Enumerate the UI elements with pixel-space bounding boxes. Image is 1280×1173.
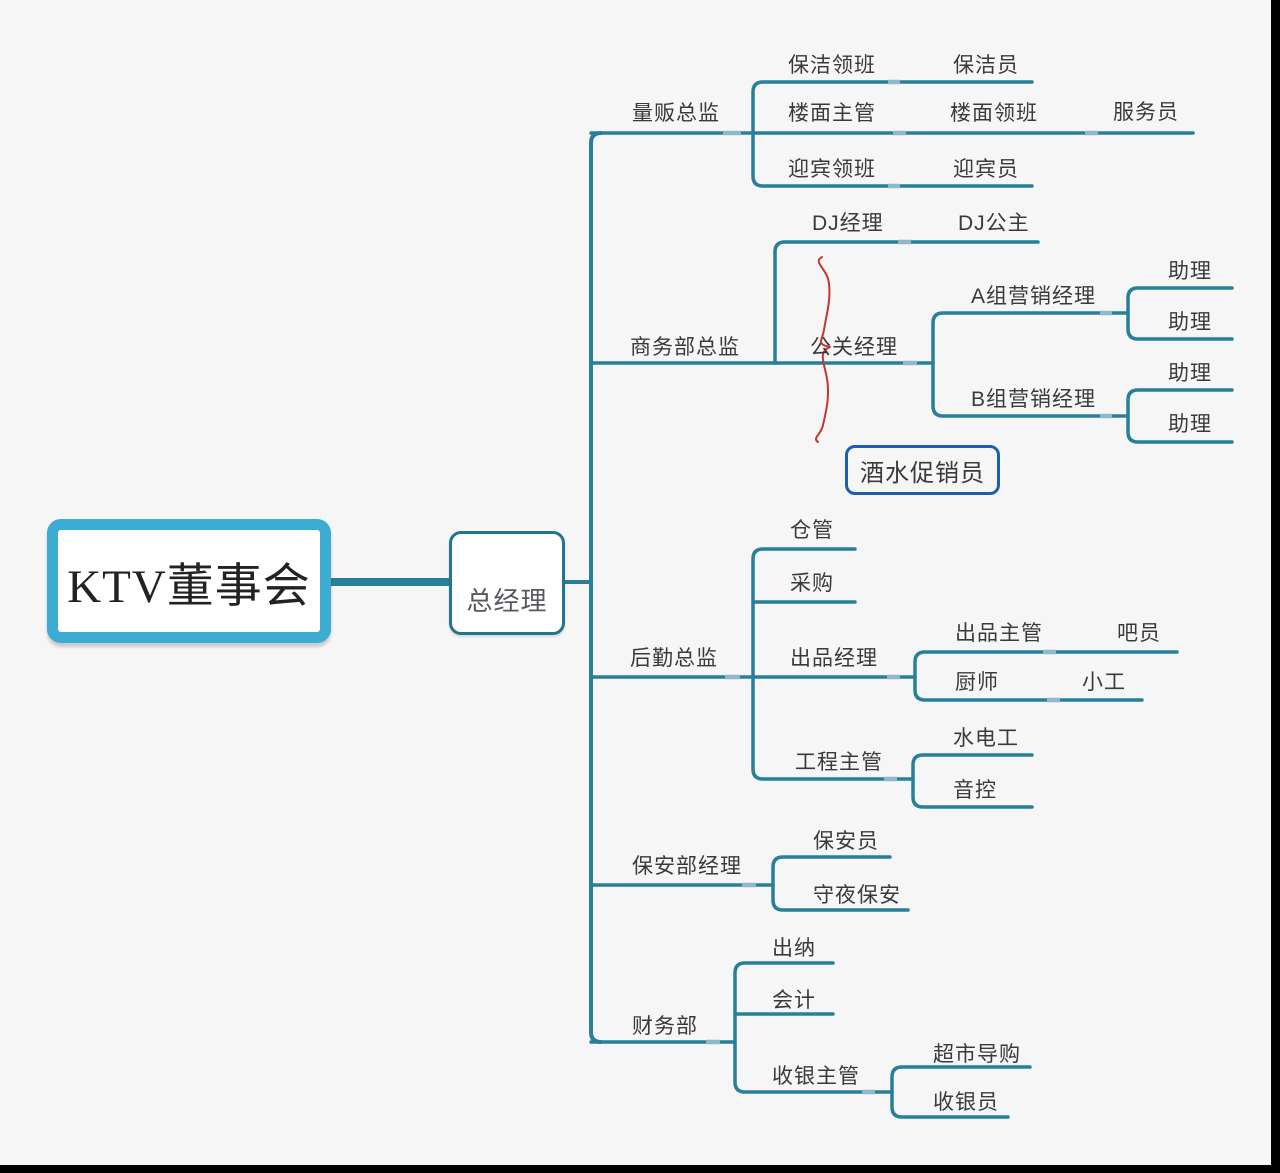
topic-shouyin-zhuguan[interactable]: 收银主管	[772, 1065, 860, 1088]
topic-yingbinyuan[interactable]: 迎宾员	[953, 158, 1019, 181]
topic-dj-jingli[interactable]: DJ经理	[812, 212, 884, 235]
topic-zhuli-1[interactable]: 助理	[1168, 260, 1212, 283]
joint-ticks	[706, 79, 1112, 1095]
topic-shuidiangong[interactable]: 水电工	[953, 727, 1019, 750]
topic-chupin-jingli[interactable]: 出品经理	[790, 647, 878, 670]
topic-houqin-zongjian[interactable]: 后勤总监	[630, 647, 718, 670]
floating-topic-label: 酒水促销员	[860, 459, 985, 487]
screen-edge-right	[1271, 0, 1280, 1173]
topic-kuaiji[interactable]: 会计	[772, 989, 816, 1012]
branch-line	[1126, 286, 1234, 341]
root-topic[interactable]: KTV董事会	[47, 519, 331, 643]
topic-bzu-yingxiao[interactable]: B组营销经理	[971, 388, 1097, 411]
branch-line	[931, 311, 1130, 418]
branch-line	[733, 961, 894, 1094]
topic-zhuli-2[interactable]: 助理	[1168, 311, 1212, 334]
topic-fuwuyuan[interactable]: 服务员	[1113, 101, 1179, 124]
topic-gongguan-jingli[interactable]: 公关经理	[810, 336, 898, 359]
manager-topic-label: 总经理	[466, 586, 548, 616]
topic-yingbin-lingban[interactable]: 迎宾领班	[788, 158, 876, 181]
topic-chaoshi-daogou[interactable]: 超市导购	[933, 1043, 1021, 1066]
branch-line	[751, 547, 915, 781]
topic-baojie-lingban[interactable]: 保洁领班	[788, 54, 876, 77]
branch-line	[751, 80, 1034, 188]
branch-line	[911, 753, 1034, 809]
topic-cangguan[interactable]: 仓管	[790, 519, 834, 542]
floating-topic[interactable]: 酒水促销员	[845, 445, 1000, 495]
topic-zhuli-3[interactable]: 助理	[1168, 362, 1212, 385]
topic-caiwubu[interactable]: 财务部	[632, 1015, 698, 1038]
branch-line	[773, 240, 1040, 365]
topic-chuna[interactable]: 出纳	[772, 937, 816, 960]
topic-loumian-lingban[interactable]: 楼面领班	[950, 102, 1038, 125]
screen-edge-bottom	[0, 1165, 1280, 1173]
branch-line	[913, 650, 1179, 702]
topic-loumian-zhuguan[interactable]: 楼面主管	[788, 102, 876, 125]
trunk-line	[589, 131, 603, 1044]
topic-shouye-baoan[interactable]: 守夜保安	[813, 884, 901, 907]
topic-zhuli-4[interactable]: 助理	[1168, 413, 1212, 436]
branch-line	[890, 1065, 1032, 1119]
topic-chushi[interactable]: 厨师	[955, 671, 999, 694]
topic-dj-gongzhu[interactable]: DJ公主	[958, 212, 1030, 235]
topic-yinkong[interactable]: 音控	[953, 779, 997, 802]
branch-line	[771, 855, 910, 912]
topic-caigou[interactable]: 采购	[790, 572, 834, 595]
topic-baoanbu-jingli[interactable]: 保安部经理	[632, 855, 742, 878]
red-scribble-mark[interactable]	[815, 256, 831, 443]
topic-baoanyuan[interactable]: 保安员	[813, 830, 879, 853]
topic-chupin-zhuguan[interactable]: 出品主管	[955, 622, 1043, 645]
topic-shouyinyuan[interactable]: 收银员	[933, 1091, 999, 1114]
root-topic-label: KTV董事会	[67, 560, 311, 613]
topic-xiaogong[interactable]: 小工	[1082, 671, 1126, 694]
branch-line	[1126, 388, 1234, 444]
topic-baojieyuan[interactable]: 保洁员	[953, 54, 1019, 77]
topic-shangwubu-zongjian[interactable]: 商务部总监	[630, 336, 740, 359]
topic-liangfan-zongjian[interactable]: 量贩总监	[632, 102, 720, 125]
topic-bayuan[interactable]: 吧员	[1117, 622, 1161, 645]
topic-azu-yingxiao[interactable]: A组营销经理	[971, 285, 1097, 308]
manager-topic[interactable]: 总经理	[449, 531, 565, 635]
topic-gongcheng-zhuguan[interactable]: 工程主管	[795, 751, 883, 774]
